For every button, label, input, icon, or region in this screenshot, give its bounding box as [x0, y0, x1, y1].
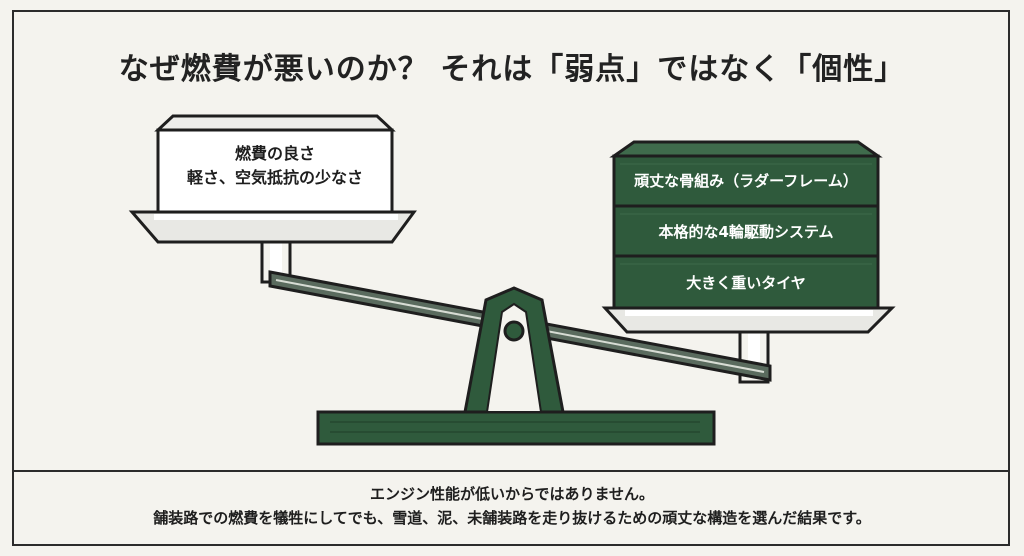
right-pan — [601, 306, 896, 334]
page-title: なぜ燃費が悪いのか？ それは「弱点」ではなく「個性」 — [118, 52, 906, 87]
balance-scale-diagram — [128, 114, 896, 446]
right-block-3-label: 大きく重いタイヤ — [686, 274, 806, 292]
right-weight-stack — [609, 140, 883, 310]
caption-divider — [12, 470, 1010, 472]
left-weight-box — [154, 114, 396, 214]
scale-base — [316, 410, 716, 446]
caption-line2: 舗装路での燃費を犠牲にしてでも、雪道、泥、未舗装路を走り抜けるための頑丈な構造を… — [153, 509, 871, 527]
right-block-1-label: 頑丈な骨組み（ラダーフレーム） — [634, 172, 858, 190]
right-block-2-label: 本格的な4輪駆動システム — [658, 223, 834, 241]
left-box-label: 燃費の良さ 軽さ、空気抵抗の少なさ — [160, 142, 390, 190]
caption-line1: エンジン性能が低いからではありません。 — [369, 485, 655, 503]
left-box-line1: 燃費の良さ — [234, 144, 315, 163]
left-box-line2: 軽さ、空気抵抗の少なさ — [186, 168, 363, 187]
caption: エンジン性能が低いからではありません。 舗装路での燃費を犠牲にしてでも、雪道、泥… — [0, 482, 1024, 530]
scale-pillar — [463, 286, 565, 414]
left-pan — [128, 210, 417, 244]
